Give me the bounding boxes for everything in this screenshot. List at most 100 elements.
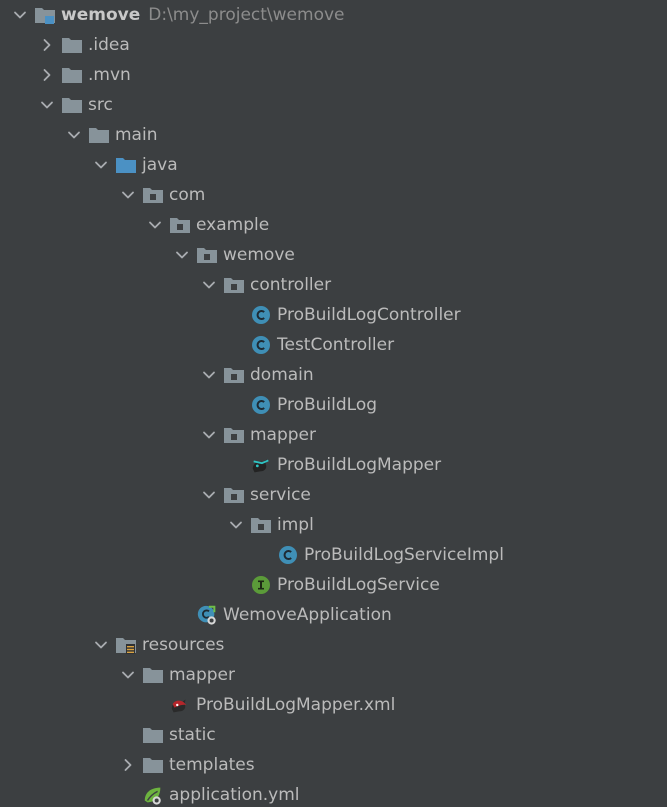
- package-icon: [250, 510, 272, 540]
- tree-item-label: src: [88, 95, 113, 115]
- tree-item-label: TestController: [277, 335, 395, 355]
- tree-item-label: ProBuildLog: [277, 395, 378, 415]
- chevron-down-icon[interactable]: [64, 120, 84, 150]
- tree-item-label: application.yml: [169, 785, 300, 805]
- tree-item-label: ProBuildLogController: [277, 305, 461, 325]
- tree-row[interactable]: service: [0, 480, 667, 510]
- package-icon: [142, 180, 164, 210]
- tree-item-label: com: [169, 185, 206, 205]
- package-icon: [223, 480, 245, 510]
- tree-item-label: ProBuildLogService: [277, 575, 440, 595]
- chevron-down-icon[interactable]: [199, 270, 219, 300]
- chevron-down-icon[interactable]: [91, 150, 111, 180]
- resources-folder-icon: [115, 630, 137, 660]
- tree-row[interactable]: src: [0, 90, 667, 120]
- package-icon: [196, 240, 218, 270]
- tree-row[interactable]: .mvn: [0, 60, 667, 90]
- chevron-down-icon[interactable]: [37, 90, 57, 120]
- spring-boot-app-icon: [196, 600, 218, 630]
- tree-row[interactable]: WemoveApplication: [0, 600, 667, 630]
- tree-row[interactable]: ProBuildLog: [0, 390, 667, 420]
- tree-item-label: resources: [142, 635, 225, 655]
- class-icon: [277, 540, 299, 570]
- mybatis-xml-icon: [169, 690, 191, 720]
- folder-icon: [61, 90, 83, 120]
- tree-row[interactable]: wemove D:\my_project\wemove: [0, 0, 667, 30]
- chevron-right-icon[interactable]: [37, 60, 57, 90]
- folder-icon: [88, 120, 110, 150]
- chevron-down-icon[interactable]: [199, 420, 219, 450]
- folder-icon: [142, 750, 164, 780]
- tree-item-label: ProBuildLogServiceImpl: [304, 545, 504, 565]
- package-icon: [223, 270, 245, 300]
- project-name: wemove: [61, 5, 141, 25]
- chevron-down-icon[interactable]: [199, 360, 219, 390]
- tree-item-label: impl: [277, 515, 314, 535]
- tree-item-label: .idea: [88, 35, 130, 55]
- chevron-down-icon[interactable]: [91, 630, 111, 660]
- chevron-down-icon[interactable]: [226, 510, 246, 540]
- tree-item-label: WemoveApplication: [223, 605, 392, 625]
- tree-row[interactable]: com: [0, 180, 667, 210]
- tree-row[interactable]: main: [0, 120, 667, 150]
- tree-item-label: templates: [169, 755, 255, 775]
- tree-item-label: mapper: [169, 665, 236, 685]
- source-folder-icon: [115, 150, 137, 180]
- folder-icon: [61, 30, 83, 60]
- project-path: D:\my_project\wemove: [148, 5, 345, 25]
- tree-row[interactable]: application.yml: [0, 780, 667, 807]
- chevron-down-icon[interactable]: [199, 480, 219, 510]
- tree-row[interactable]: ProBuildLogMapper.xml: [0, 690, 667, 720]
- tree-row[interactable]: mapper: [0, 420, 667, 450]
- tree-item-label: example: [196, 215, 270, 235]
- tree-item-label: controller: [250, 275, 332, 295]
- tree-item-label: .mvn: [88, 65, 131, 85]
- tree-row[interactable]: .idea: [0, 30, 667, 60]
- tree-row[interactable]: ProBuildLogController: [0, 300, 667, 330]
- class-icon: [250, 330, 272, 360]
- package-icon: [223, 360, 245, 390]
- tree-item-label: main: [115, 125, 158, 145]
- tree-row[interactable]: ProBuildLogServiceImpl: [0, 540, 667, 570]
- chevron-right-icon[interactable]: [118, 750, 138, 780]
- package-icon: [169, 210, 191, 240]
- folder-icon: [142, 660, 164, 690]
- tree-item-label: java: [142, 155, 178, 175]
- folder-icon: [61, 60, 83, 90]
- tree-row[interactable]: templates: [0, 750, 667, 780]
- project-folder-icon: [34, 0, 56, 30]
- folder-icon: [142, 720, 164, 750]
- chevron-down-icon[interactable]: [145, 210, 165, 240]
- tree-row[interactable]: TestController: [0, 330, 667, 360]
- tree-item-label: wemove: [223, 245, 295, 265]
- tree-row[interactable]: wemove: [0, 240, 667, 270]
- tree-item-label: ProBuildLogMapper: [277, 455, 442, 475]
- tree-row[interactable]: resources: [0, 630, 667, 660]
- tree-row[interactable]: java: [0, 150, 667, 180]
- tree-item-label: service: [250, 485, 311, 505]
- tree-item-label: mapper: [250, 425, 317, 445]
- tree-row[interactable]: controller: [0, 270, 667, 300]
- tree-row[interactable]: ProBuildLogService: [0, 570, 667, 600]
- spring-yml-icon: [142, 780, 164, 807]
- tree-item-label: ProBuildLogMapper.xml: [196, 695, 396, 715]
- tree-row[interactable]: example: [0, 210, 667, 240]
- tree-row[interactable]: domain: [0, 360, 667, 390]
- mybatis-mapper-icon: [250, 450, 272, 480]
- tree-row[interactable]: impl: [0, 510, 667, 540]
- class-icon: [250, 300, 272, 330]
- chevron-down-icon[interactable]: [118, 660, 138, 690]
- interface-icon: [250, 570, 272, 600]
- tree-row[interactable]: ProBuildLogMapper: [0, 450, 667, 480]
- chevron-down-icon[interactable]: [10, 0, 30, 30]
- package-icon: [223, 420, 245, 450]
- tree-item-label: domain: [250, 365, 314, 385]
- tree-row[interactable]: mapper: [0, 660, 667, 690]
- class-icon: [250, 390, 272, 420]
- chevron-right-icon[interactable]: [37, 30, 57, 60]
- tree-row[interactable]: static: [0, 720, 667, 750]
- chevron-down-icon[interactable]: [172, 240, 192, 270]
- chevron-down-icon[interactable]: [118, 180, 138, 210]
- tree-item-label: static: [169, 725, 216, 745]
